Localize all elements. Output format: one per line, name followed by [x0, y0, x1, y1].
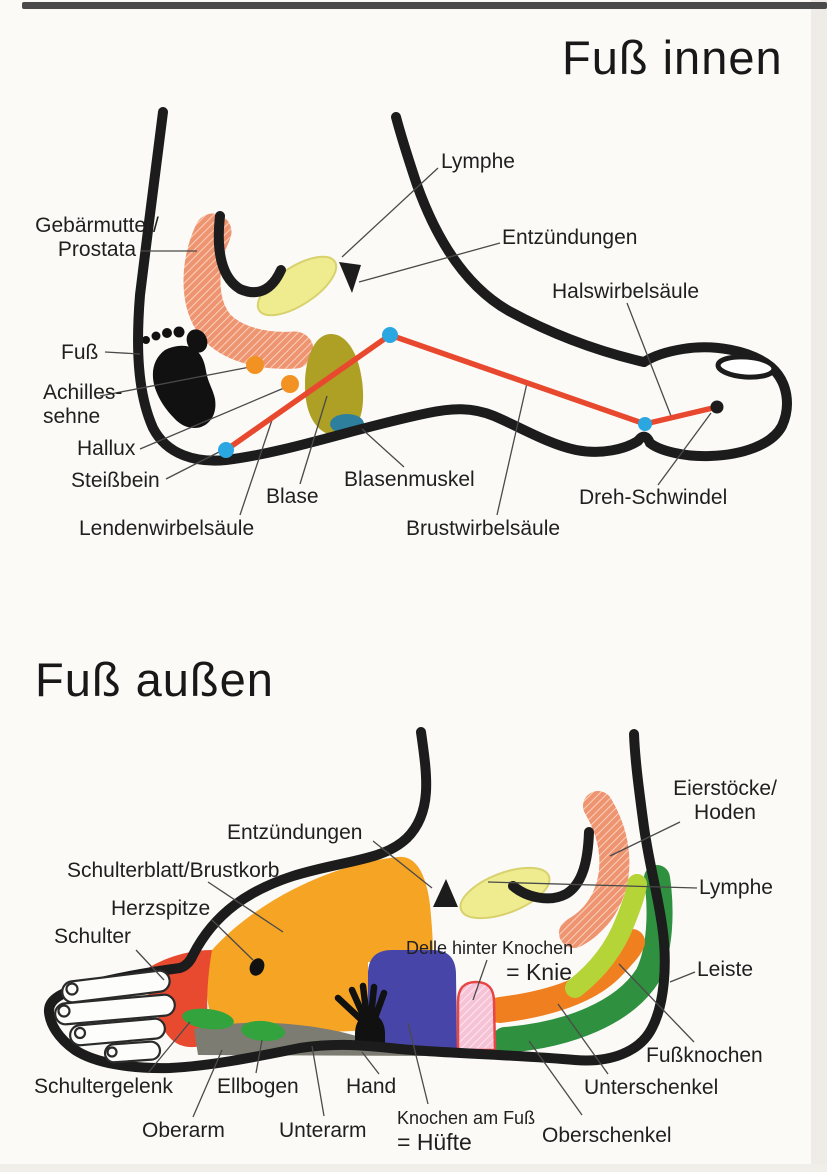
cervical-point	[638, 417, 652, 431]
coccyx-point	[218, 442, 234, 458]
toenail	[715, 354, 777, 380]
label-knochen-line2: = Hüfte	[397, 1129, 472, 1155]
label-gebaermutter-line2: Prostata	[57, 238, 137, 261]
inner-foot-title: Fuß innen	[562, 31, 783, 84]
label-halswirbelsaeule: Halswirbelsäule	[552, 280, 700, 303]
foot-bones-zone-band	[565, 874, 647, 998]
label-oberarm: Oberarm	[142, 1119, 225, 1142]
vertigo-point	[710, 400, 724, 414]
label-blase: Blase	[266, 485, 319, 508]
label-entzuendungen-inner: Entzündungen	[502, 226, 638, 249]
hip-zone	[368, 950, 457, 1048]
lymph-zone-inner	[256, 255, 338, 317]
toes-outline	[54, 969, 176, 1064]
bladder-zone	[305, 334, 364, 436]
label-lymphe-outer: Lymphe	[699, 876, 773, 899]
outer-leader-lines	[135, 821, 698, 1118]
outer-foot-diagram	[44, 727, 698, 1118]
tendon-point-2	[281, 375, 299, 393]
label-achillessehne: Achilles- sehne	[43, 381, 122, 429]
label-delle-knie: Delle hinter Knochen = Knie	[406, 936, 574, 986]
label-fussknochen: Fußknochen	[646, 1044, 763, 1067]
label-brustwirbelsaeule: Brustwirbelsäule	[406, 517, 561, 540]
label-delle-line2: = Knie	[506, 959, 572, 985]
uterus-prostate-zone	[183, 213, 314, 369]
outer-foot-outline	[44, 727, 670, 1074]
label-unterarm: Unterarm	[279, 1119, 367, 1142]
tendon-point-1	[246, 356, 264, 374]
label-hand: Hand	[346, 1075, 397, 1098]
scan-edge-bottom	[0, 1164, 827, 1172]
spine-line	[224, 332, 718, 453]
heart-tip-zone	[249, 958, 265, 976]
outer-foot-title: Fuß außen	[35, 653, 274, 706]
label-lymphe-inner: Lymphe	[441, 150, 515, 173]
foot-zone-footprint	[142, 326, 216, 428]
label-lendenwirbelsaeule: Lendenwirbelsäule	[79, 517, 255, 540]
elbow-zone	[241, 1020, 285, 1042]
inner-foot-diagram	[99, 107, 792, 516]
label-ellbogen: Ellbogen	[217, 1075, 299, 1098]
label-gebaermutter-prostata: Gebärmutter/ Prostata	[27, 214, 167, 262]
label-leiste: Leiste	[697, 958, 754, 981]
inner-foot-outline	[133, 107, 792, 466]
shoulder-joint-zone	[182, 1008, 234, 1030]
lymph-zone-outer	[459, 866, 551, 920]
label-entzuendungen-outer: Entzündungen	[227, 821, 363, 844]
label-eierstoecke-line2: Hoden	[694, 801, 756, 824]
label-knochen-line1: Knochen am Fuß	[397, 1108, 536, 1128]
label-schultergelenk: Schultergelenk	[34, 1075, 173, 1098]
label-oberschenkel: Oberschenkel	[542, 1124, 672, 1147]
knee-zone	[456, 980, 497, 1052]
label-dreh-schwindel: Dreh-Schwindel	[579, 486, 728, 509]
label-steissbein: Steißbein	[71, 469, 160, 492]
label-delle-line1: Delle hinter Knochen	[406, 938, 574, 958]
label-herzspitze: Herzspitze	[111, 897, 211, 920]
ovaries-testes-zone	[559, 791, 630, 948]
spine-peak-point	[382, 327, 398, 343]
shoulder-blade-ribcage-zone	[206, 856, 433, 1033]
label-blasenmuskel: Blasenmuskel	[344, 468, 475, 491]
inner-leader-lines	[99, 167, 712, 516]
label-achillessehne-line2: sehne	[43, 405, 101, 428]
label-achillessehne-line1: Achilles-	[43, 381, 123, 404]
scan-edge-right	[811, 0, 827, 1172]
label-schulterblatt-brustkorb: Schulterblatt/Brustkorb	[67, 859, 280, 882]
label-fuss: Fuß	[61, 341, 99, 364]
inflammation-marker-outer	[433, 879, 458, 907]
label-eierstoecke-hoden: Eierstöcke/ Hoden	[663, 777, 787, 825]
scan-edge-top	[22, 2, 827, 9]
inflammation-marker-inner	[339, 262, 361, 293]
lower-leg-zone-band	[487, 929, 645, 1023]
label-knochen-huefte: Knochen am Fuß = Hüfte	[397, 1106, 535, 1156]
label-gebaermutter-line1: Gebärmutter/	[35, 214, 159, 237]
label-hallux: Hallux	[77, 437, 136, 460]
ankle-bone-curve-inner	[213, 211, 286, 298]
label-unterschenkel: Unterschenkel	[584, 1076, 719, 1099]
label-eierstoecke-line1: Eierstöcke/	[673, 777, 777, 800]
ankle-bone-curve-outer	[508, 827, 594, 904]
label-schulter: Schulter	[54, 925, 132, 948]
